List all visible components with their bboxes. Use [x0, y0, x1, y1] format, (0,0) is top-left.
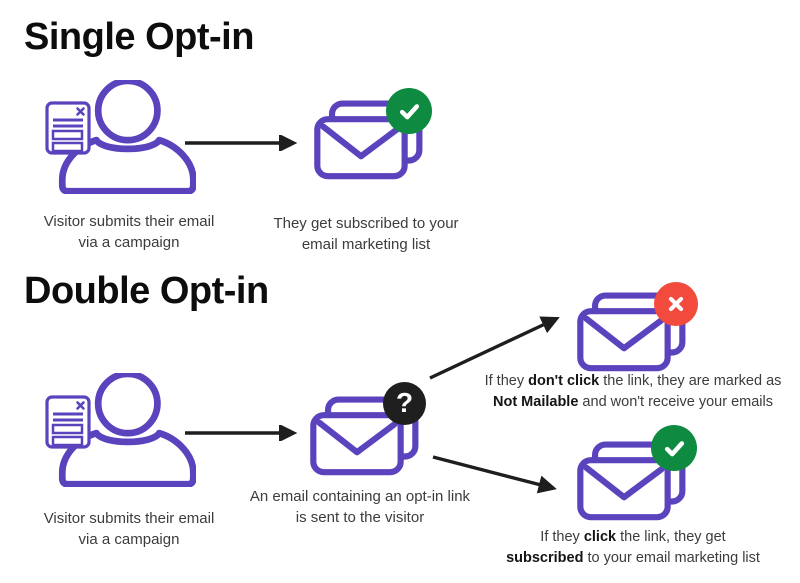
visitor-person-icon	[58, 373, 196, 487]
no-click-caption: If they don't click the link, they are m…	[484, 373, 782, 410]
double-opt-in-title: Double Opt-in	[24, 270, 269, 312]
signup-form-icon	[45, 395, 91, 449]
visitor-person-icon	[58, 80, 196, 194]
arrow-single-icon	[185, 135, 298, 151]
subscribed-check-badge	[386, 88, 432, 134]
x-icon	[668, 296, 684, 312]
single-opt-in-title: Single Opt-in	[24, 16, 254, 58]
arrow-no-click-icon	[429, 316, 560, 380]
check-icon	[399, 103, 419, 119]
question-badge: ?	[383, 382, 426, 425]
signup-form-icon	[45, 101, 91, 155]
check-icon	[664, 440, 684, 456]
arrow-double-icon	[185, 425, 298, 441]
subscribed-check-badge	[651, 425, 697, 471]
question-mark-icon: ?	[395, 386, 414, 418]
not-mailable-x-badge	[654, 282, 698, 326]
envelope-stack-icon	[577, 441, 686, 521]
arrow-click-icon	[432, 455, 557, 494]
envelope-stack-icon	[310, 396, 419, 476]
